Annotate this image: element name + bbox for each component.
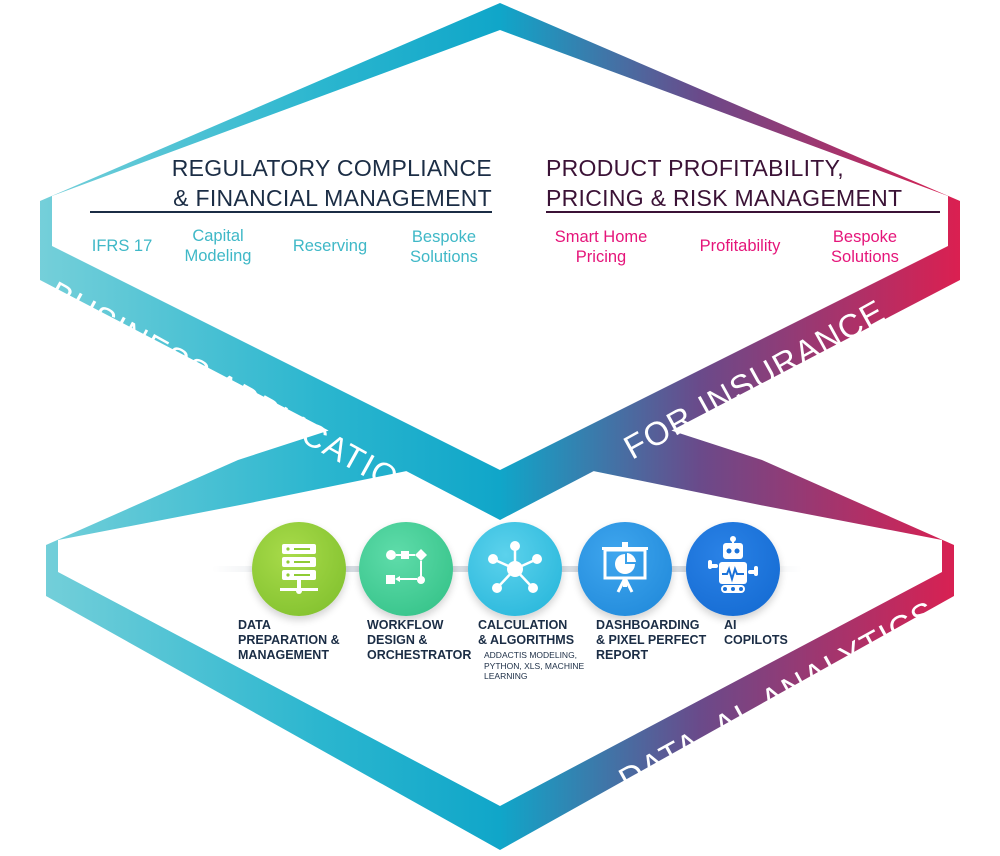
regulatory-item: IFRS 17 [91,237,153,255]
product-heading-line-1: PRODUCT PROFITABILITY, [546,155,844,181]
dashboarding-circle [578,522,672,616]
robot-icon [708,536,758,593]
data-preparation-circle [252,522,346,616]
regulatory-heading-line-1: REGULATORY COMPLIANCE [171,155,492,181]
workflow-circle [359,522,453,616]
product-divider [546,211,940,213]
regulatory-heading-line-2: & FINANCIAL MANAGEMENT [173,185,492,211]
product-heading: PRODUCT PROFITABILITY, PRICING & RISK MA… [546,153,946,213]
product-item: Profitability [699,237,781,255]
upper-inner [52,30,948,470]
regulatory-heading: REGULATORY COMPLIANCE & FINANCIAL MANAGE… [130,153,492,213]
regulatory-item: Reserving [292,237,368,255]
calculation-circle [468,522,562,616]
workflow-icon [386,549,427,584]
network-nodes-icon [488,541,542,593]
server-database-icon [280,544,318,594]
product-heading-line-2: PRICING & RISK MANAGEMENT [546,185,903,211]
regulatory-divider [90,211,492,213]
ai-copilots-circle [686,522,780,616]
capability-label-calculation: CALCULATION& ALGORITHMS [478,618,575,647]
presentation-chart-icon [602,542,648,593]
